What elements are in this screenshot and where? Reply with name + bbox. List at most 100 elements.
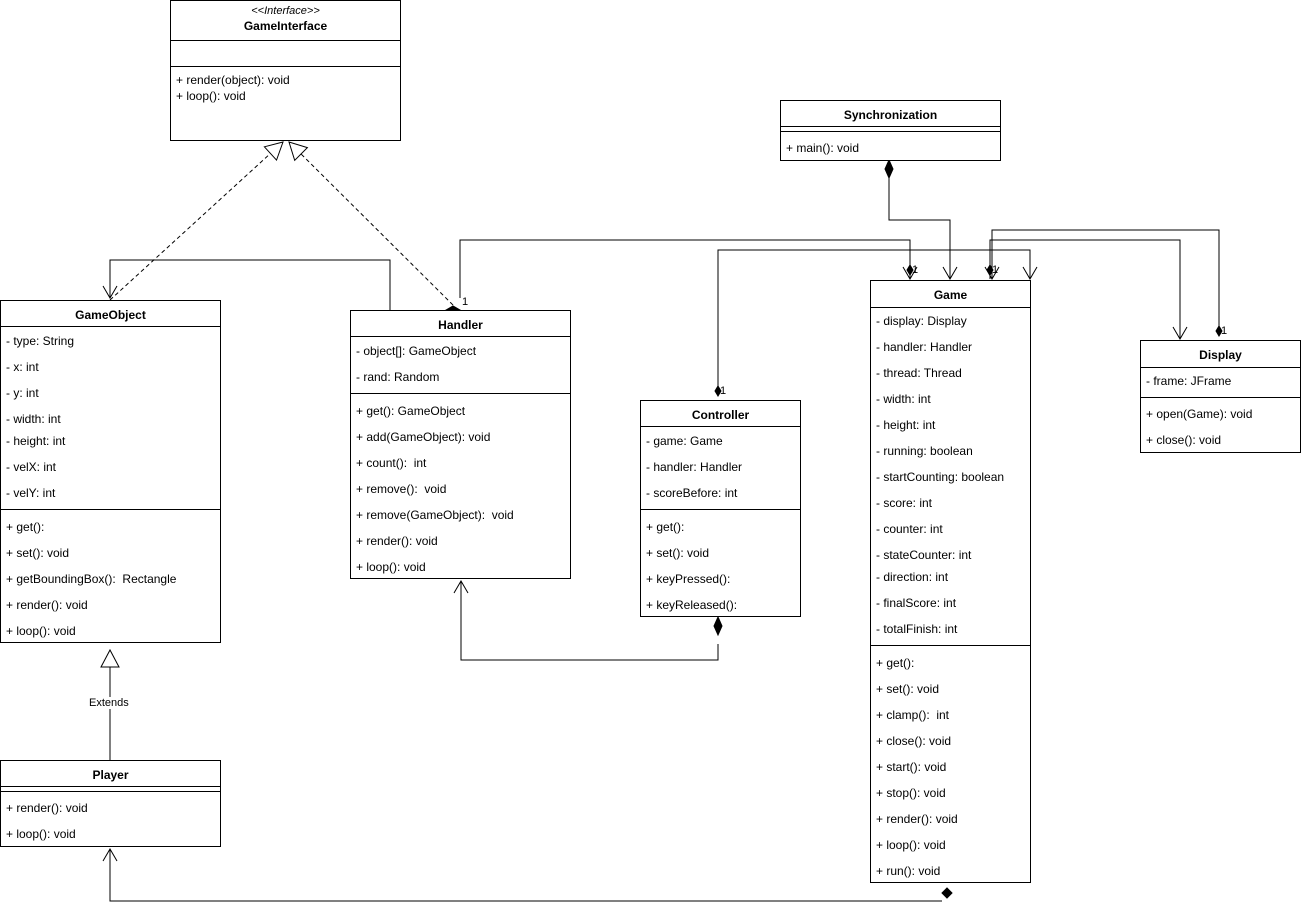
method: + run(): void xyxy=(876,864,941,878)
class-name: Controller xyxy=(691,408,750,422)
method: + get(): xyxy=(6,520,45,534)
class-game[interactable]: Game - display: Display - handler: Handl… xyxy=(870,280,1031,883)
mult-handler: 1 xyxy=(462,296,469,308)
method: + loop(): void xyxy=(356,560,426,574)
divider xyxy=(1,509,220,510)
attribute: - width: int xyxy=(6,412,61,426)
attribute: - object[]: GameObject xyxy=(356,344,477,358)
class-name: GameInterface xyxy=(243,19,328,33)
method: + render(): void xyxy=(876,812,958,826)
divider xyxy=(641,426,800,427)
divider xyxy=(351,336,570,337)
divider xyxy=(171,66,400,67)
divider xyxy=(1,786,220,787)
attribute: - velX: int xyxy=(6,460,57,474)
method: + close(): void xyxy=(1146,433,1222,447)
diamond-game-top-left xyxy=(906,264,914,276)
attribute: - startCounting: boolean xyxy=(876,470,1005,484)
diamond-controller-bottom xyxy=(713,615,723,637)
method: + remove(): void xyxy=(356,482,447,496)
attribute: - finalScore: int xyxy=(876,596,957,610)
attribute: - rand: Random xyxy=(356,370,440,384)
mult-game-left: 1 xyxy=(912,264,919,276)
method: + close(): void xyxy=(876,734,952,748)
method: + set(): void xyxy=(646,546,710,560)
class-handler[interactable]: Handler - object[]: GameObject - rand: R… xyxy=(350,310,571,579)
attribute: - handler: Handler xyxy=(646,460,743,474)
class-player[interactable]: Player + render(): void + loop(): void xyxy=(0,760,221,847)
assoc-controller-game xyxy=(717,249,1038,396)
method: + add(GameObject): void xyxy=(356,430,491,444)
class-name: GameObject xyxy=(75,308,146,322)
attribute: - totalFinish: int xyxy=(876,622,958,636)
attribute: - thread: Thread xyxy=(876,366,962,380)
composition-sync-game xyxy=(888,178,958,280)
interface-stereotype: <<Interface>> xyxy=(251,5,320,17)
attribute: - score: int xyxy=(876,496,933,510)
method: + keyPressed(): xyxy=(646,572,731,586)
attribute: - direction: int xyxy=(876,570,949,584)
realization-gameobject-interface xyxy=(109,141,284,301)
divider xyxy=(171,40,400,41)
method: + clamp(): int xyxy=(876,708,950,722)
class-name: Handler xyxy=(438,318,483,332)
class-game-object[interactable]: GameObject - type: String - x: int - y: … xyxy=(0,300,221,643)
assoc-game-display-2 xyxy=(984,229,1220,326)
assoc-handler-game xyxy=(459,239,918,298)
class-synchronization[interactable]: Synchronization + main(): void xyxy=(780,100,1001,161)
method: + loop(): void xyxy=(876,838,946,852)
attribute: - scoreBefore: int xyxy=(646,486,738,500)
mult-game-right: 1 xyxy=(992,264,999,276)
attribute: - y: int xyxy=(6,386,39,400)
mult-display: 1 xyxy=(1221,325,1228,337)
assoc-handler-gameobject xyxy=(102,259,391,310)
divider xyxy=(1141,367,1300,368)
attribute: - velY: int xyxy=(6,486,56,500)
method: + loop(): void xyxy=(176,89,246,103)
divider xyxy=(1141,397,1300,398)
composition-game-player xyxy=(102,848,942,902)
attribute: - display: Display xyxy=(876,314,967,328)
attribute: - frame: JFrame xyxy=(1146,374,1232,388)
attribute: - height: int xyxy=(876,418,936,432)
diamond-game-bottom xyxy=(941,887,953,899)
method: + render(): void xyxy=(6,598,88,612)
method: + stop(): void xyxy=(876,786,946,800)
extends-label: Extends xyxy=(88,697,130,709)
method: + set(): void xyxy=(6,546,70,560)
method: + get(): GameObject xyxy=(356,404,466,418)
attribute: - running: boolean xyxy=(876,444,973,458)
class-name: Game xyxy=(933,288,968,302)
attribute: - x: int xyxy=(6,360,39,374)
method: + start(): void xyxy=(876,760,947,774)
divider xyxy=(1,326,220,327)
attribute: - type: String xyxy=(6,334,75,348)
class-controller[interactable]: Controller - game: Game - handler: Handl… xyxy=(640,400,801,617)
attribute: - game: Game xyxy=(646,434,723,448)
method: + main(): void xyxy=(786,141,860,155)
class-game-interface[interactable]: <<Interface>> GameInterface + render(obj… xyxy=(170,0,401,141)
realization-handler-interface xyxy=(288,141,459,311)
class-name: Display xyxy=(1199,348,1242,362)
diamond-display-top xyxy=(1215,325,1223,337)
divider xyxy=(871,645,1030,646)
diamond-sync xyxy=(884,158,894,180)
diamond-game-top-right xyxy=(986,264,994,276)
attribute: - height: int xyxy=(6,434,66,448)
attribute: - counter: int xyxy=(876,522,943,536)
method: + remove(GameObject): void xyxy=(356,508,514,522)
method: + loop(): void xyxy=(6,827,76,841)
assoc-game-display-1 xyxy=(989,239,1188,340)
divider xyxy=(1,791,220,792)
method: + get(): xyxy=(876,656,915,670)
divider xyxy=(871,307,1030,308)
composition-controller-handler xyxy=(453,580,719,661)
method: + set(): void xyxy=(876,682,940,696)
diamond-controller-top xyxy=(714,385,722,397)
attribute: - handler: Handler xyxy=(876,340,973,354)
method: + open(Game): void xyxy=(1146,407,1253,421)
attribute: - width: int xyxy=(876,392,931,406)
class-display[interactable]: Display - frame: JFrame + open(Game): vo… xyxy=(1140,340,1301,453)
class-name: Player xyxy=(92,768,129,782)
class-name: Synchronization xyxy=(843,108,938,122)
